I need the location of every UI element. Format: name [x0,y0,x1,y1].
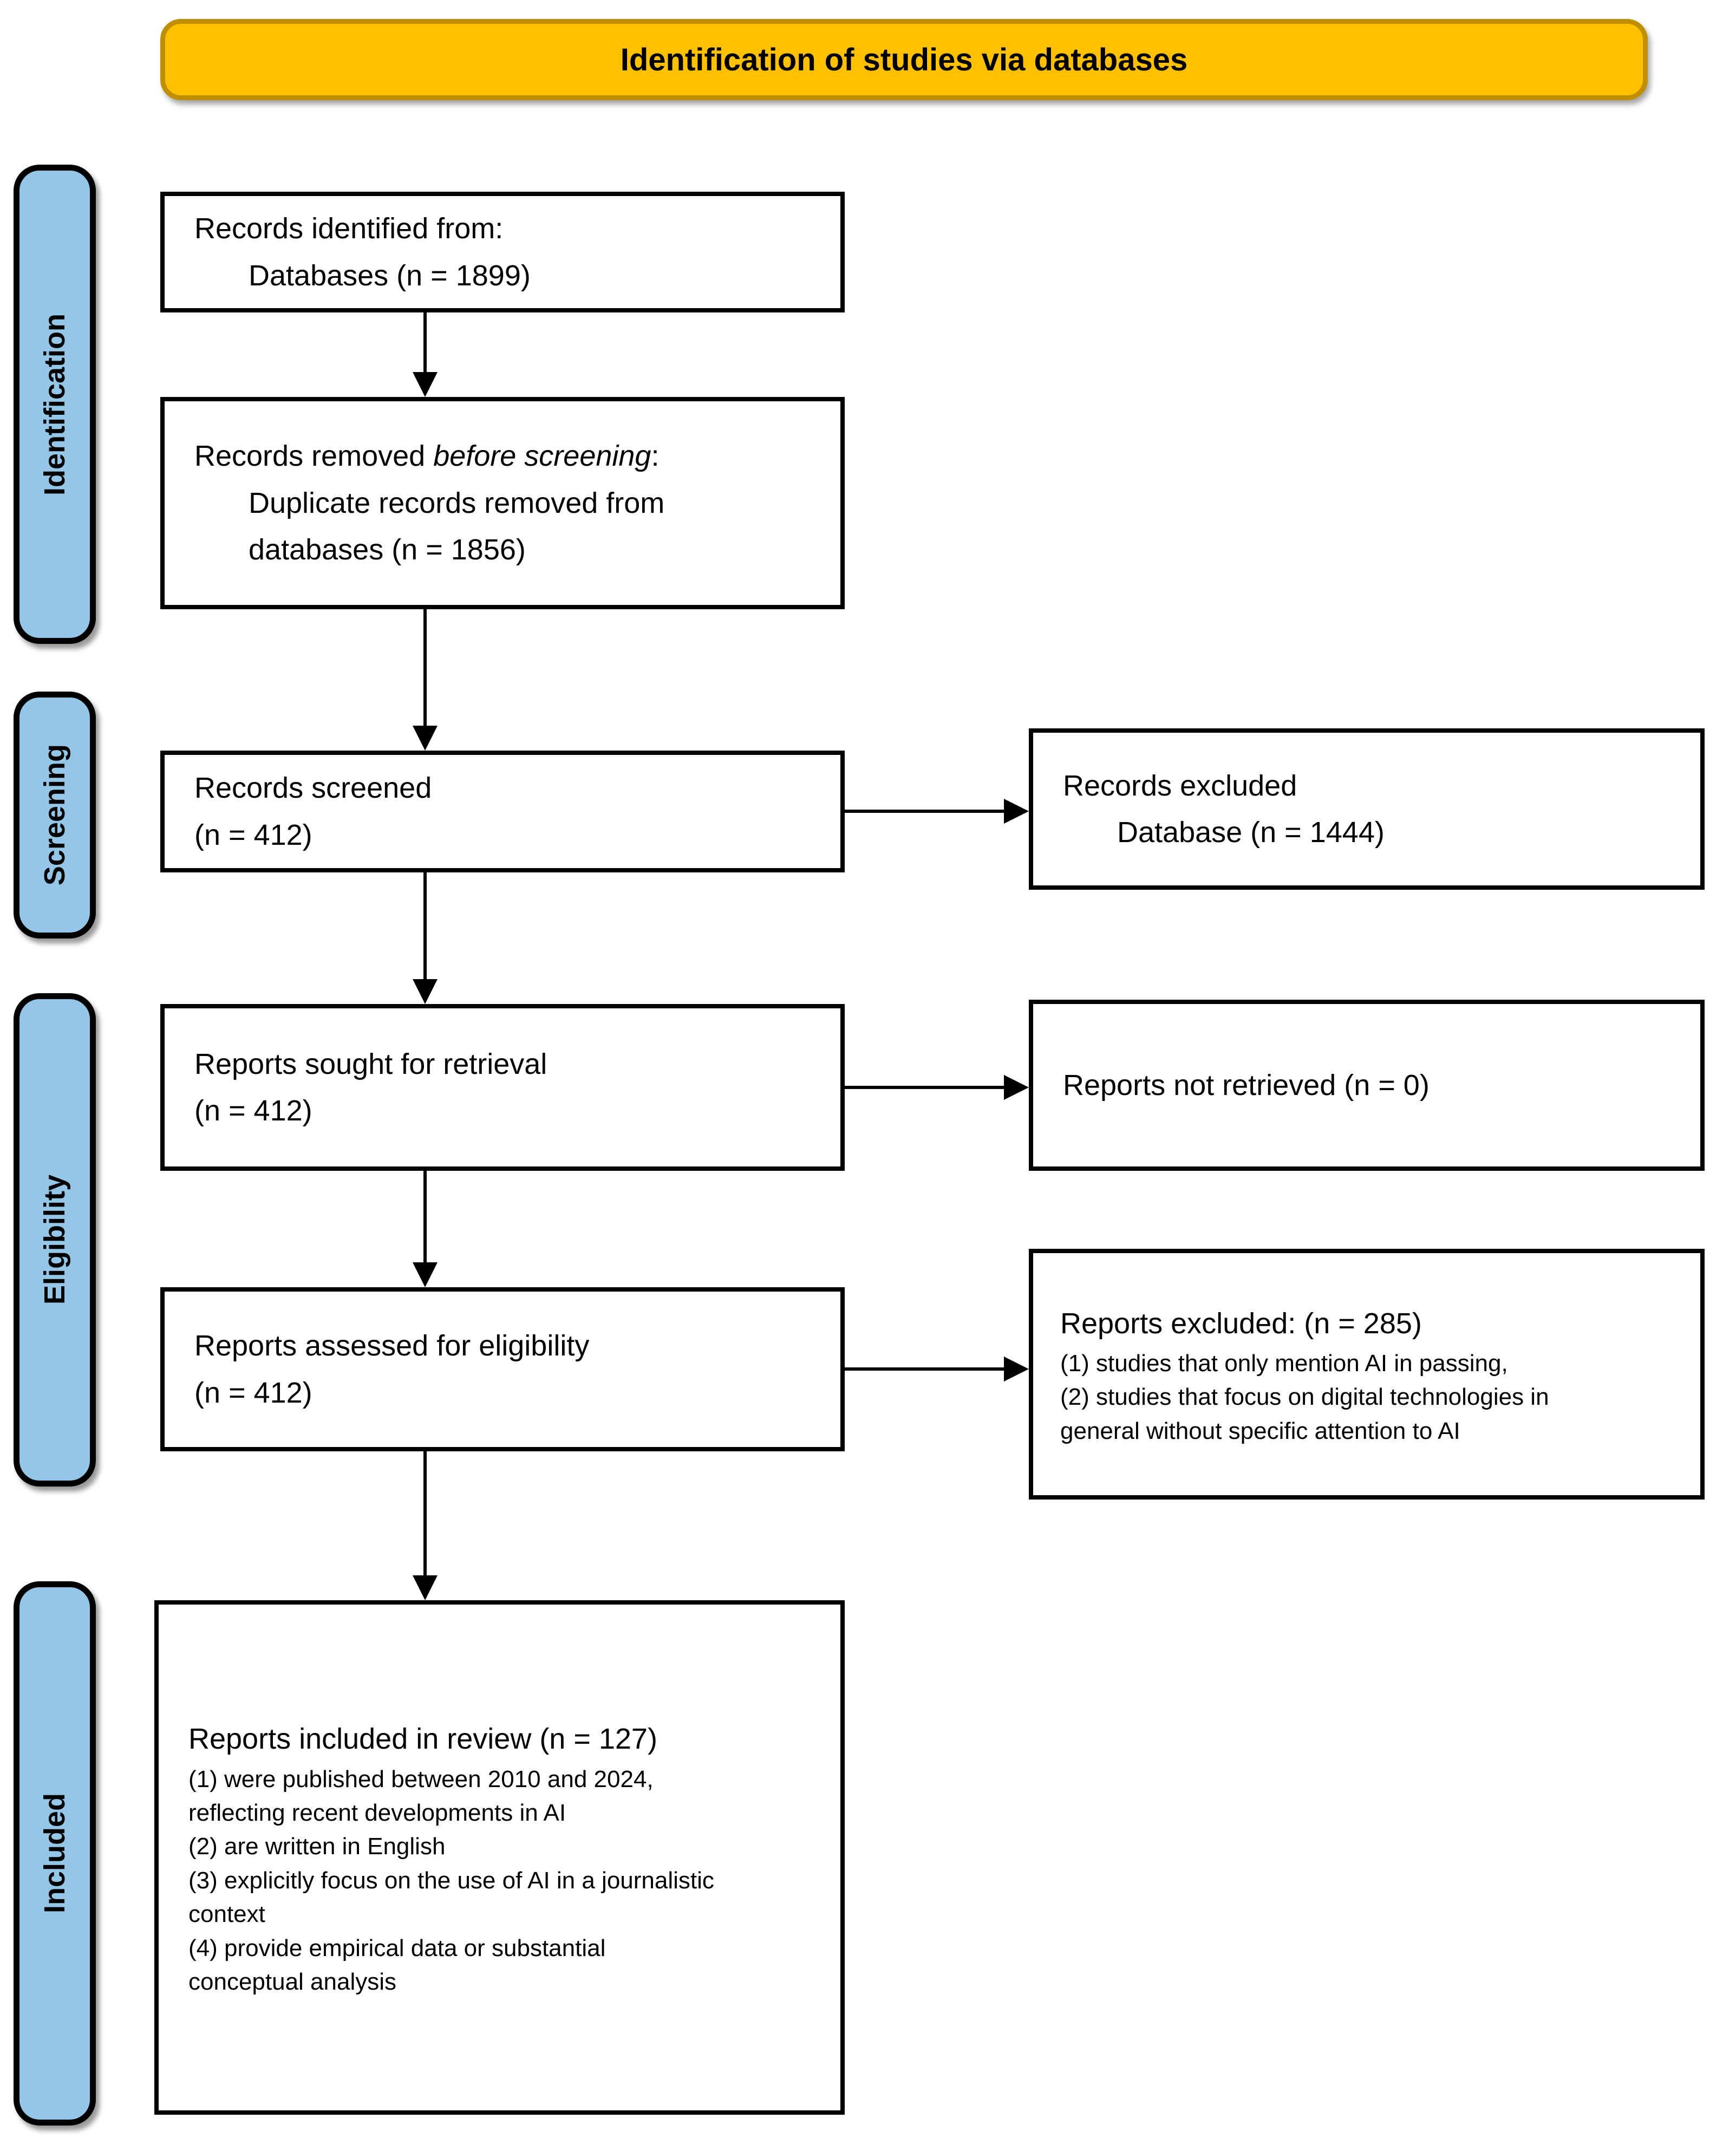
arrow-assessed-to-included-line [423,1451,427,1575]
records-removed-line1-prefix: Records removed [194,440,434,473]
records-identified-line2: Databases (n = 1899) [249,259,531,292]
reports-sought-line1: Reports sought for retrieval [194,1047,547,1080]
arrow-identified-to-removed-line [423,312,427,373]
arrow-assessed-to-included-head [413,1575,438,1600]
reports-assessed-line1: Reports assessed for eligibility [194,1329,590,1363]
reports-excluded-item1: (1) studies that only mention AI in pass… [1060,1350,1508,1377]
box-reports-included: Reports included in review (n = 127) (1)… [154,1600,845,2115]
arrow-assessed-to-excluded-head [1004,1357,1029,1381]
arrow-identified-to-removed-head [413,372,438,397]
records-screened-line1: Records screened [194,772,432,805]
arrow-screened-to-excluded-line [843,810,1005,813]
arrow-sought-to-notretrieved-head [1004,1075,1029,1100]
arrow-assessed-to-excluded-line [843,1367,1005,1371]
stage-eligibility: Eligibility [14,993,96,1487]
arrow-screened-to-sought-head [413,979,438,1004]
stage-included: Included [14,1581,96,2126]
stage-screening: Screening [14,692,96,938]
stage-screening-label: Screening [38,744,71,886]
arrow-removed-to-screened-line [423,609,427,726]
reports-excluded-header: Reports excluded: (n = 285) [1060,1307,1422,1340]
reports-sought-line2: (n = 412) [194,1094,312,1127]
reports-included-item1: (1) were published between 2010 and 2024… [188,1765,654,1827]
reports-included-item3: (3) explicitly focus on the use of AI in… [188,1867,714,1928]
records-excluded-line2: Database (n = 1444) [1117,816,1385,849]
stage-identification: Identification [14,165,96,644]
records-screened-line2: (n = 412) [194,818,312,851]
arrow-removed-to-screened-head [413,726,438,751]
banner: Identification of studies via databases [160,19,1648,100]
box-records-screened: Records screened (n = 412) [160,751,845,872]
stage-identification-label: Identification [38,313,71,496]
reports-not-retrieved-line1: Reports not retrieved (n = 0) [1063,1068,1430,1101]
box-records-removed: Records removed before screening: Duplic… [160,397,845,609]
box-records-excluded: Records excluded Database (n = 1444) [1029,728,1705,890]
records-removed-line1: Records removed before screening: [194,433,811,479]
reports-included-item4: (4) provide empirical data or substantia… [188,1934,606,1996]
records-removed-line1-italic: before screening [433,440,651,473]
arrow-sought-to-assessed-head [413,1262,438,1287]
reports-included-header: Reports included in review (n = 127) [188,1723,657,1756]
records-removed-line1-suffix: : [651,440,660,473]
records-identified-line1: Records identified from: [194,212,504,245]
arrow-screened-to-excluded-head [1004,799,1029,824]
box-reports-sought: Reports sought for retrieval (n = 412) [160,1004,845,1171]
records-removed-line3: databases (n = 1856) [249,533,526,566]
arrow-sought-to-assessed-line [423,1171,427,1262]
records-removed-line2: Duplicate records removed from [249,486,665,519]
box-reports-not-retrieved: Reports not retrieved (n = 0) [1029,1000,1705,1171]
box-records-identified: Records identified from: Databases (n = … [160,192,845,312]
box-reports-assessed: Reports assessed for eligibility (n = 41… [160,1287,845,1451]
banner-label: Identification of studies via databases [620,42,1188,77]
stage-included-label: Included [38,1793,71,1914]
arrow-screened-to-sought-line [423,872,427,979]
reports-excluded-item2: (2) studies that focus on digital techno… [1060,1384,1549,1444]
stage-eligibility-label: Eligibility [38,1175,71,1305]
arrow-sought-to-notretrieved-line [843,1086,1005,1089]
reports-included-item2: (2) are written in English [188,1833,446,1860]
records-excluded-line1: Records excluded [1063,769,1297,802]
box-reports-excluded: Reports excluded: (n = 285) (1) studies … [1029,1249,1705,1500]
reports-assessed-line2: (n = 412) [194,1376,312,1409]
